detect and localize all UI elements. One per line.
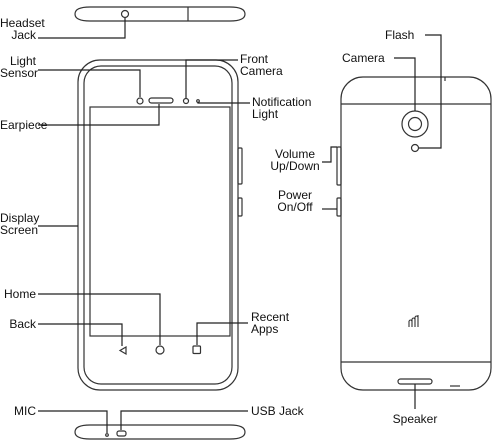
leader-usb-jack [120,410,248,430]
leader-back [38,323,123,346]
label-earpiece: Earpiece [0,118,48,132]
power-button-back [336,197,342,217]
phone-bottom-edge-view [74,424,246,440]
phone-back-view [336,76,492,391]
power-button-side [237,197,243,217]
leader-lines [38,18,442,433]
volume-button-side [237,147,243,185]
leader-front-camera [185,59,238,98]
headset-jack-icon [120,9,130,19]
flash-icon [410,143,420,153]
brand-logo-icon [408,315,419,327]
leader-home [38,293,161,345]
label-flash: Flash [385,28,415,42]
leader-notification-light [197,102,250,104]
label-power: Power On/Off [277,188,313,214]
label-speaker: Speaker [392,412,438,426]
label-volume: Volume Up/Down [270,147,320,173]
leader-light-sensor [38,69,141,97]
back-icon [118,345,127,356]
mic-icon [105,433,109,437]
label-headset-jack: Headset Jack [0,16,45,42]
label-notification-light: Notification Light [252,95,312,121]
notification-light-icon [196,99,200,103]
leader-earpiece [38,104,160,126]
leader-camera [394,57,416,111]
leader-volume [322,146,337,163]
label-home: Home [3,287,36,301]
label-usb-jack: USB Jack [251,404,304,418]
label-front-camera: Front Camera [240,52,283,78]
light-sensor-icon [136,97,144,105]
label-display-screen: Display Screen [0,211,40,237]
label-light-sensor: Light Sensor [0,54,39,80]
label-back: Back [9,317,36,331]
leader-recent-apps [196,322,248,345]
label-recent-apps: Recent Apps [251,310,290,336]
speaker-icon [397,378,433,385]
usb-jack-icon [116,430,127,437]
recent-apps-icon [192,345,202,355]
front-camera-icon [182,97,190,105]
volume-button-back [336,146,342,186]
home-icon [155,345,165,355]
earpiece-icon [148,97,174,104]
leader-headset-jack [38,18,126,39]
leader-mic [38,410,108,433]
phone-top-edge-view [74,6,246,22]
label-mic: MIC [14,404,36,418]
rear-camera-icon [401,110,429,138]
leader-flash [419,34,442,149]
label-camera: Camera [342,51,385,65]
